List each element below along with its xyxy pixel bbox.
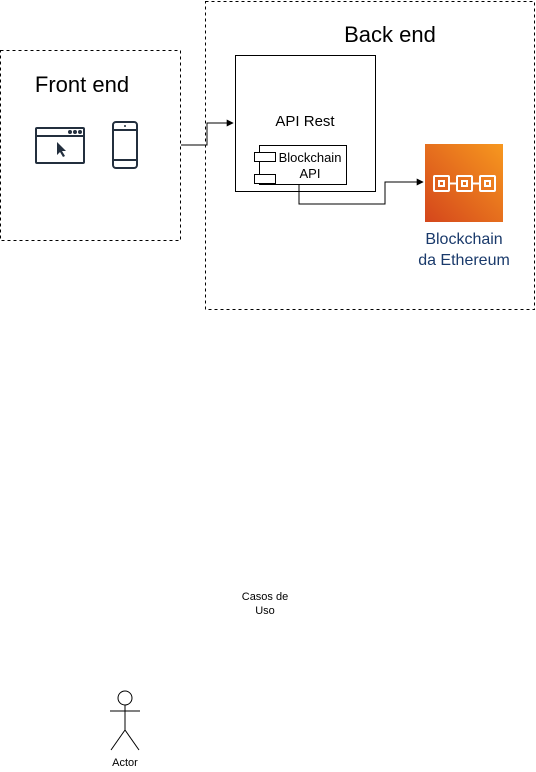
api-rest-title: API Rest [275,113,335,130]
blockchain-api-line1: Blockchain [278,150,342,165]
backend-container [205,1,535,310]
frontend-title: Front end [34,72,130,97]
mobile-phone-icon [112,121,138,169]
api-to-ethereum-connector [298,178,424,205]
browser-window-icon [35,127,85,164]
ethereum-line2: da Ethereum [418,251,510,269]
use-cases-line2: Uso [255,604,275,617]
blockchain-icon [425,144,503,222]
backend-title: Back end [344,22,436,47]
use-cases-line1: Casos de [241,591,289,603]
blockchain-api-line2: API [299,166,321,182]
ethereum-line1: Blockchain [425,231,503,248]
ethereum-label: Blockchain da Ethereum [400,230,528,272]
actor-label: Actor [112,757,138,769]
blockchain-api-label: Blockchain API [268,150,352,183]
frontend-to-api-connector [181,119,234,146]
use-cases-label: Casos de Uso [225,591,305,619]
uml-component-icon [254,145,347,185]
frontend-container [0,50,181,241]
stick-figure-icon [110,690,140,751]
